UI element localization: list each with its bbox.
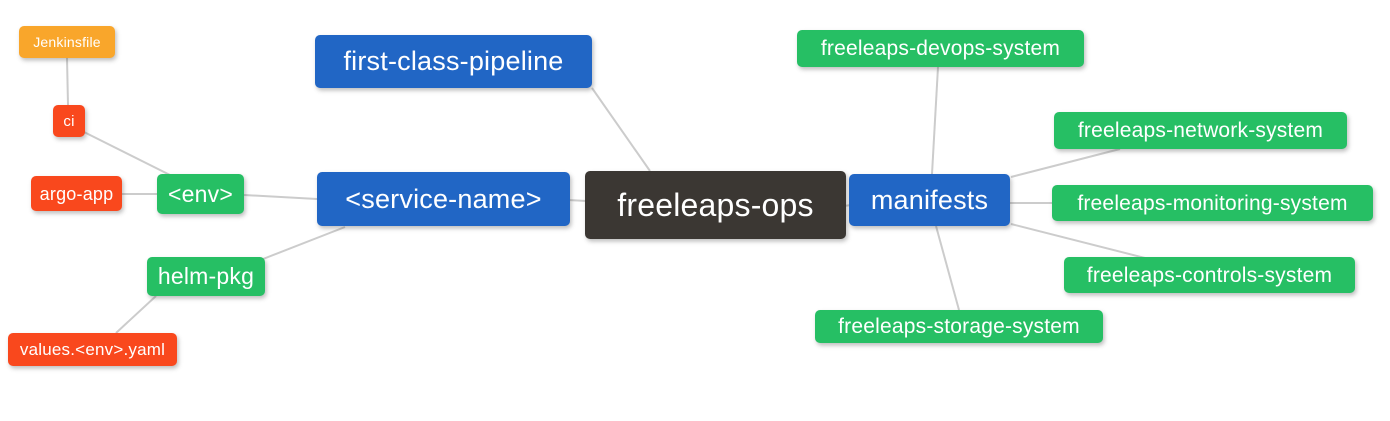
node-values-env-yaml[interactable]: values.<env>.yaml — [8, 333, 177, 366]
node-ci[interactable]: ci — [53, 105, 85, 137]
edge-helm-pkg-values — [115, 295, 157, 334]
node-first-class-pipeline[interactable]: first-class-pipeline — [315, 35, 592, 88]
edge-env-service-name — [243, 194, 318, 200]
node-freeleaps-network-system[interactable]: freeleaps-network-system — [1054, 112, 1347, 149]
edge-ci-env — [83, 131, 173, 177]
node-freeleaps-devops-system[interactable]: freeleaps-devops-system — [797, 30, 1084, 67]
node-argo-app[interactable]: argo-app — [31, 176, 122, 211]
node-service-name[interactable]: <service-name> — [317, 172, 570, 226]
edge-jenkinsfile-ci — [66, 57, 69, 106]
node-freeleaps-storage-system[interactable]: freeleaps-storage-system — [815, 310, 1103, 343]
node-env[interactable]: <env> — [157, 174, 244, 214]
edge-manifests-devops — [931, 66, 939, 175]
edge-manifests-network — [1010, 148, 1121, 178]
node-manifests[interactable]: manifests — [849, 174, 1010, 226]
node-freeleaps-controls-system[interactable]: freeleaps-controls-system — [1064, 257, 1355, 293]
node-freeleaps-ops[interactable]: freeleaps-ops — [585, 171, 846, 239]
edge-manifests-storage — [935, 225, 960, 311]
edge-manifests-controls — [1010, 223, 1146, 259]
edge-first-class-pipeline-ops — [591, 87, 651, 172]
edge-service-name-helm-pkg — [262, 226, 346, 260]
node-freeleaps-monitoring-system[interactable]: freeleaps-monitoring-system — [1052, 185, 1373, 221]
node-jenkinsfile[interactable]: Jenkinsfile — [19, 26, 115, 58]
node-helm-pkg[interactable]: helm-pkg — [147, 257, 265, 296]
